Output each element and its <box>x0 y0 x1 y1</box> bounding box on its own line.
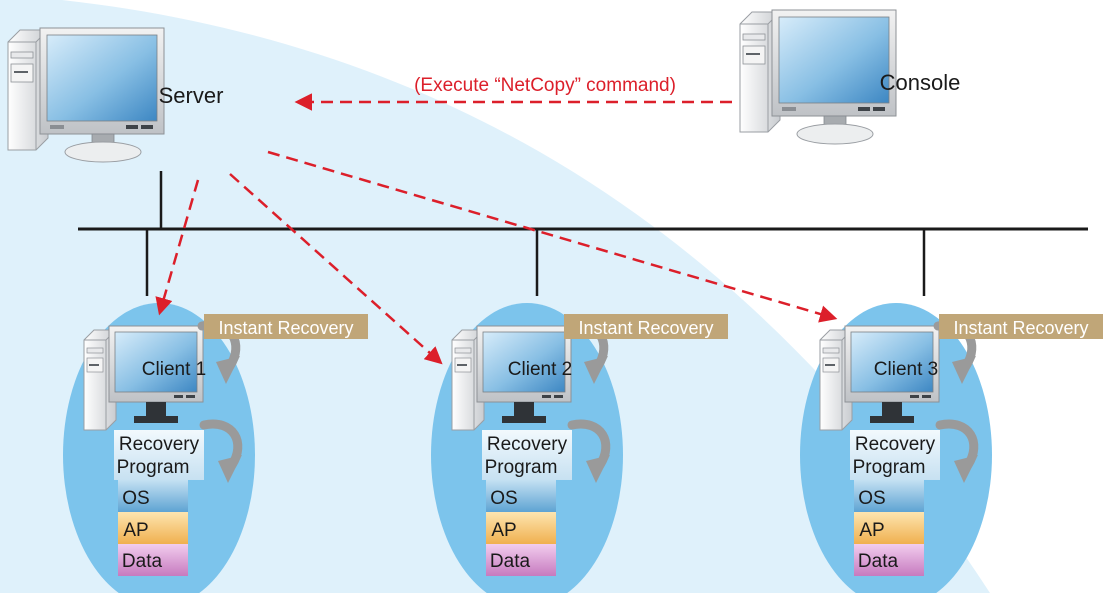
recovery-program-label-3: Recovery <box>855 434 936 455</box>
ap-layer-label-1: AP <box>123 520 148 541</box>
command-label: (Execute “NetCopy” command) <box>414 75 676 96</box>
network-lines <box>78 171 1088 296</box>
client-3[interactable]: Instant Recovery Client 3 Recovery Progr… <box>819 314 1103 576</box>
instant-recovery-badge-3 <box>939 314 1103 339</box>
os-layer-label-1: OS <box>122 488 149 509</box>
data-layer-label-3: Data <box>858 551 899 572</box>
os-layer-label-3: OS <box>858 488 885 509</box>
ap-layer-1 <box>118 512 188 544</box>
data-layer-label-2: Data <box>490 551 531 572</box>
ap-layer-3 <box>854 512 924 544</box>
client-label-1: Client 1 <box>142 359 206 380</box>
recovery-program-label-3b: Program <box>853 457 926 478</box>
instant-recovery-label-2: Instant Recovery <box>578 318 713 338</box>
data-layer-3 <box>854 544 924 576</box>
os-layer-3 <box>854 480 924 512</box>
os-layer-1 <box>118 480 188 512</box>
recovery-program-label-2b: Program <box>485 457 558 478</box>
recovery-program-label-1b: Program <box>117 457 190 478</box>
os-layer-label-2: OS <box>490 488 517 509</box>
server-label-text: Server <box>159 83 224 108</box>
client-2[interactable]: Instant Recovery Client 2 Recovery Progr… <box>451 314 728 576</box>
client-1[interactable]: Instant Recovery Client 1 Recovery Progr… <box>83 314 368 576</box>
instant-recovery-label-3: Instant Recovery <box>953 318 1088 338</box>
console-label: Console <box>880 70 961 95</box>
os-layer-2 <box>486 480 556 512</box>
ap-layer-label-3: AP <box>859 520 884 541</box>
instant-recovery-label-1: Instant Recovery <box>218 318 353 338</box>
data-layer-label-1: Data <box>122 551 163 572</box>
data-layer-1 <box>118 544 188 576</box>
instant-recovery-badge-2 <box>564 314 728 339</box>
client-label-3: Client 3 <box>874 359 938 380</box>
ap-layer-2 <box>486 512 556 544</box>
recovery-program-label-1: Recovery <box>119 434 200 455</box>
netcopy-arrows <box>155 150 838 365</box>
console-computer[interactable] <box>739 9 897 145</box>
instant-recovery-badge-1 <box>204 314 368 339</box>
ap-layer-label-2: AP <box>491 520 516 541</box>
recovery-program-label-2: Recovery <box>487 434 568 455</box>
data-layer-2 <box>486 544 556 576</box>
client-label-2: Client 2 <box>508 359 572 380</box>
